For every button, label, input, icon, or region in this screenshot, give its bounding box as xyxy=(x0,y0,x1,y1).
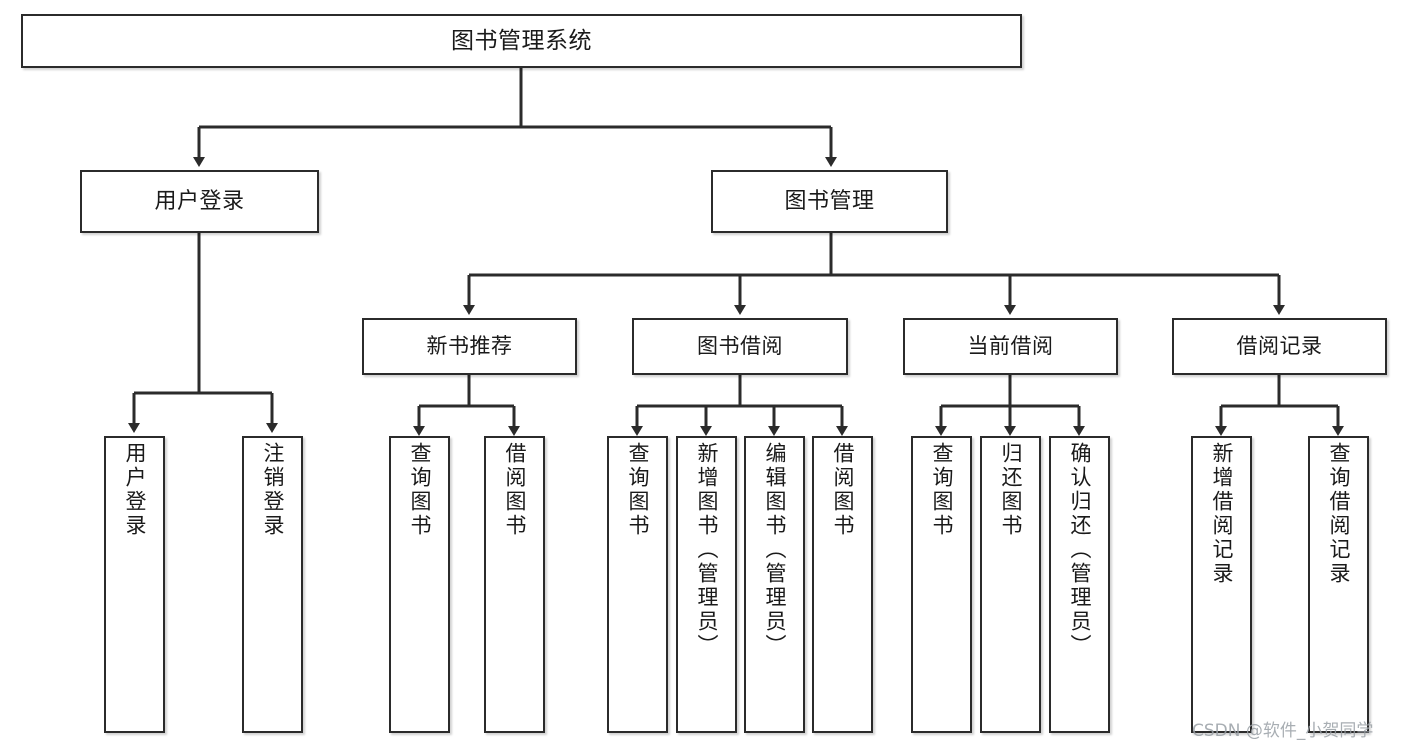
node-book-management-label: 图书管理 xyxy=(784,188,875,214)
leaf-records-query-label: 查询借阅记录 xyxy=(1327,442,1351,586)
leaf-book-borrow-add[interactable]: 新增图书（管理员） xyxy=(676,436,737,733)
leaf-current-borrow-confirm-return-label: 确认归还（管理员） xyxy=(1068,442,1092,658)
leaf-current-borrow-query-label: 查询图书 xyxy=(930,442,954,538)
node-user-login[interactable]: 用户登录 xyxy=(80,170,319,233)
node-book-borrow-label: 图书借阅 xyxy=(697,334,783,359)
leaf-book-borrow-add-label: 新增图书（管理员） xyxy=(695,442,719,658)
leaf-records-add[interactable]: 新增借阅记录 xyxy=(1191,436,1252,733)
node-book-borrow[interactable]: 图书借阅 xyxy=(632,318,848,375)
node-root-system[interactable]: 图书管理系统 xyxy=(21,14,1022,68)
leaf-current-borrow-query[interactable]: 查询图书 xyxy=(911,436,972,733)
leaf-book-borrow-borrow-label: 借阅图书 xyxy=(831,442,855,538)
leaf-new-book-borrow[interactable]: 借阅图书 xyxy=(484,436,545,733)
leaf-book-borrow-edit[interactable]: 编辑图书（管理员） xyxy=(744,436,805,733)
node-current-borrow[interactable]: 当前借阅 xyxy=(903,318,1118,375)
leaf-book-borrow-edit-label: 编辑图书（管理员） xyxy=(763,442,787,658)
leaf-book-borrow-query[interactable]: 查询图书 xyxy=(607,436,668,733)
node-new-book-recommend-label: 新书推荐 xyxy=(426,334,513,359)
leaf-user-login-signout-label: 注销登录 xyxy=(261,442,285,538)
leaf-current-borrow-return-label: 归还图书 xyxy=(999,442,1023,538)
leaf-new-book-borrow-label: 借阅图书 xyxy=(503,442,527,538)
leaf-user-login-signout[interactable]: 注销登录 xyxy=(242,436,303,733)
leaf-new-book-query[interactable]: 查询图书 xyxy=(389,436,450,733)
node-borrow-records-label: 借阅记录 xyxy=(1236,334,1323,359)
node-new-book-recommend[interactable]: 新书推荐 xyxy=(362,318,577,375)
node-borrow-records[interactable]: 借阅记录 xyxy=(1172,318,1387,375)
leaf-current-borrow-confirm-return[interactable]: 确认归还（管理员） xyxy=(1049,436,1110,733)
leaf-book-borrow-query-label: 查询图书 xyxy=(626,442,650,538)
node-user-login-label: 用户登录 xyxy=(154,188,245,214)
leaf-records-query[interactable]: 查询借阅记录 xyxy=(1308,436,1369,733)
node-book-management[interactable]: 图书管理 xyxy=(711,170,948,233)
leaf-book-borrow-borrow[interactable]: 借阅图书 xyxy=(812,436,873,733)
leaf-current-borrow-return[interactable]: 归还图书 xyxy=(980,436,1041,733)
leaf-new-book-query-label: 查询图书 xyxy=(408,442,432,538)
leaf-user-login-signin[interactable]: 用户登录 xyxy=(104,436,165,733)
node-current-borrow-label: 当前借阅 xyxy=(967,334,1054,359)
leaf-user-login-signin-label: 用户登录 xyxy=(123,442,147,538)
node-root-system-label: 图书管理系统 xyxy=(451,27,592,54)
leaf-records-add-label: 新增借阅记录 xyxy=(1210,442,1234,586)
